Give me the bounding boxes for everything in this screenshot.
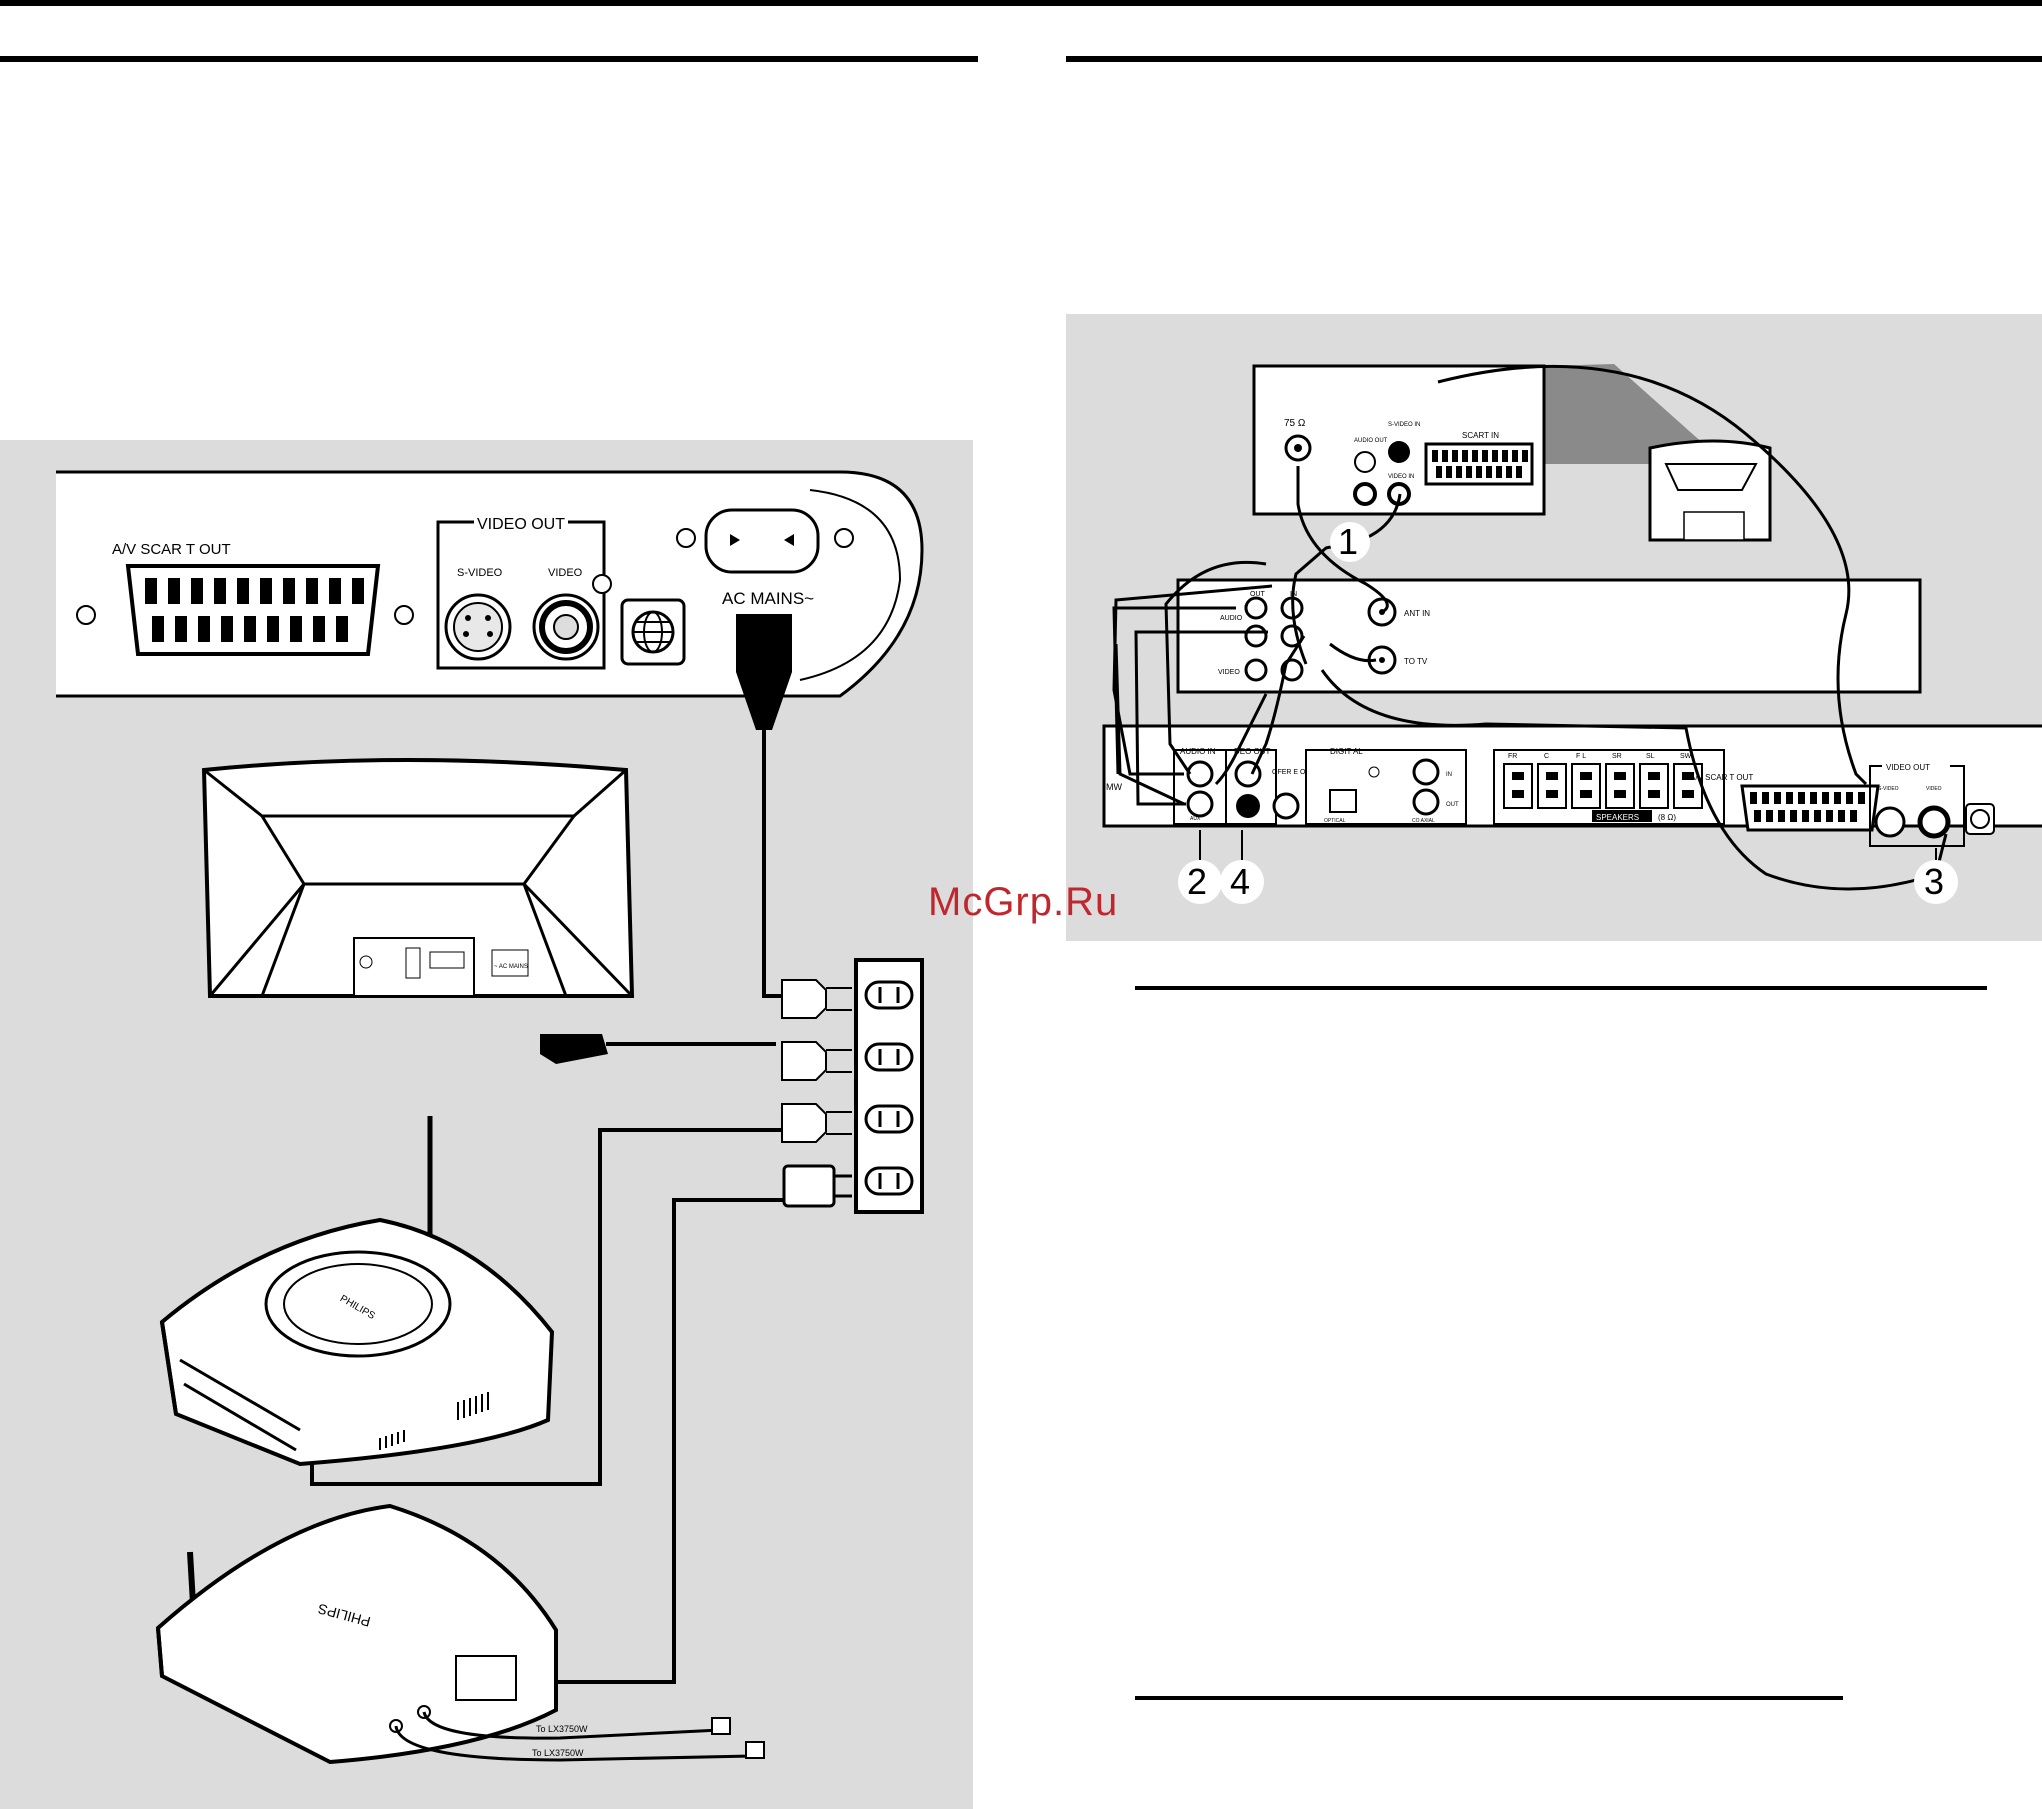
tv-audio-out-label: AUDIO OUT [1354, 438, 1388, 444]
vcr-ant-in-label: ANT IN [1404, 609, 1430, 618]
television-back: ~ AC MAINS [201, 758, 635, 998]
vcr-out-label: OUT [1250, 591, 1266, 598]
speakers-ohm-label: (8 Ω) [1658, 813, 1676, 822]
section-rule-middle [1135, 986, 1987, 990]
video-jack-label: VIDEO [548, 567, 583, 579]
ac-socket [676, 508, 854, 574]
power-strip [854, 958, 924, 1214]
ac-mains-label: AC MAINS~ [722, 589, 814, 608]
receiver-coaxial-label: CO AXIAL [1412, 818, 1435, 824]
globe-icon [620, 598, 686, 666]
speakers-label: SPEAKERS [1596, 813, 1639, 822]
tv-video-in-label: VIDEO IN [1388, 474, 1414, 480]
scart-connector [76, 564, 414, 656]
vcr-to-tv-label: TO TV [1404, 657, 1428, 666]
left-section-rule [0, 56, 978, 62]
right-connection-diagram: 75 Ω AUDIO OUT S-VIDEO IN VIDEO IN SCART… [1102, 364, 2042, 904]
receiver-aux-label: AUX [1190, 816, 1201, 822]
receiver-video-out-label: DEO OUT [1234, 747, 1271, 756]
receiver-scart-label: A/V SCAR T OUT [1690, 773, 1753, 782]
receiver-videoout-label: VIDEO OUT [1886, 763, 1930, 772]
receiver-rear-panel: MW AUDIO IN AUX DEO OUT OFER E OUT DIGIT… [1102, 724, 2042, 847]
left-connection-diagram: A/V SCAR T OUT VIDEO OUT S-VIDEO VIDEO [56, 470, 924, 1765]
video-jack [532, 593, 600, 661]
vcr-audio-label: AUDIO [1220, 615, 1243, 622]
speaker-label-fr: FR [1508, 753, 1517, 760]
step-number-3: 3 [1924, 861, 1944, 902]
receiver-digital-out-label: OUT [1446, 802, 1459, 808]
speaker-label-sw: SW [1680, 753, 1692, 760]
speaker-label-c: C [1544, 753, 1549, 760]
step-number-1: 1 [1338, 521, 1358, 562]
ac-plug [736, 614, 792, 730]
watermark: McGrp.Ru [928, 880, 1119, 924]
power-adapter [782, 1164, 852, 1208]
speaker-label-sl: SL [1646, 753, 1655, 760]
vcr-video-label: VIDEO [1218, 669, 1240, 676]
speaker-label-sr: SR [1612, 753, 1622, 760]
section-rule-bottom [1135, 1696, 1843, 1700]
right-section-rule [1066, 56, 2042, 62]
top-border [0, 0, 2042, 6]
tv-scart-in-label: SCART IN [1462, 431, 1499, 440]
step-number-4: 4 [1230, 861, 1250, 902]
svideo-jack [444, 593, 512, 661]
tv-ant-label: 75 Ω [1284, 418, 1306, 429]
receiver-svideo-label: S-VIDEO [1878, 786, 1899, 792]
cable-label-2: To LX3750W [532, 1748, 584, 1758]
tv-rear-panel: 75 Ω AUDIO OUT S-VIDEO IN VIDEO IN SCART… [1252, 364, 1706, 516]
small-television [1648, 439, 1772, 542]
svideo-label: S-VIDEO [457, 567, 503, 579]
video-out-label: VIDEO OUT [477, 516, 565, 533]
receiver-audio-in-label: AUDIO IN [1180, 747, 1216, 756]
tv-ac-mains-label: ~ AC MAINS [494, 964, 528, 970]
receiver-optical-label: OPTICAL [1324, 818, 1346, 824]
receiver-mw-label: MW [1106, 782, 1122, 792]
wireless-receiver: PHILIPS [155, 1503, 558, 1765]
receiver-digital-in-label: IN [1446, 772, 1452, 778]
receiver-subwoofer-label: OFER E OUT [1272, 769, 1316, 776]
step-number-2: 2 [1187, 861, 1207, 902]
wireless-transmitter: PHILIPS [159, 1116, 555, 1467]
speaker-label-fl: F L [1576, 753, 1586, 760]
vcr-rear-panel: OUT IN AUDIO L R VIDEO ANT IN TO TV [1176, 578, 1922, 694]
cable-label-1: To LX3750W [536, 1724, 588, 1734]
tv-svideo-in-label: S-VIDEO IN [1388, 422, 1420, 428]
receiver-digital-label: DIGIT AL [1330, 747, 1363, 756]
scart-out-label: A/V SCAR T OUT [112, 541, 231, 558]
receiver-video-label: VIDEO [1926, 786, 1942, 792]
